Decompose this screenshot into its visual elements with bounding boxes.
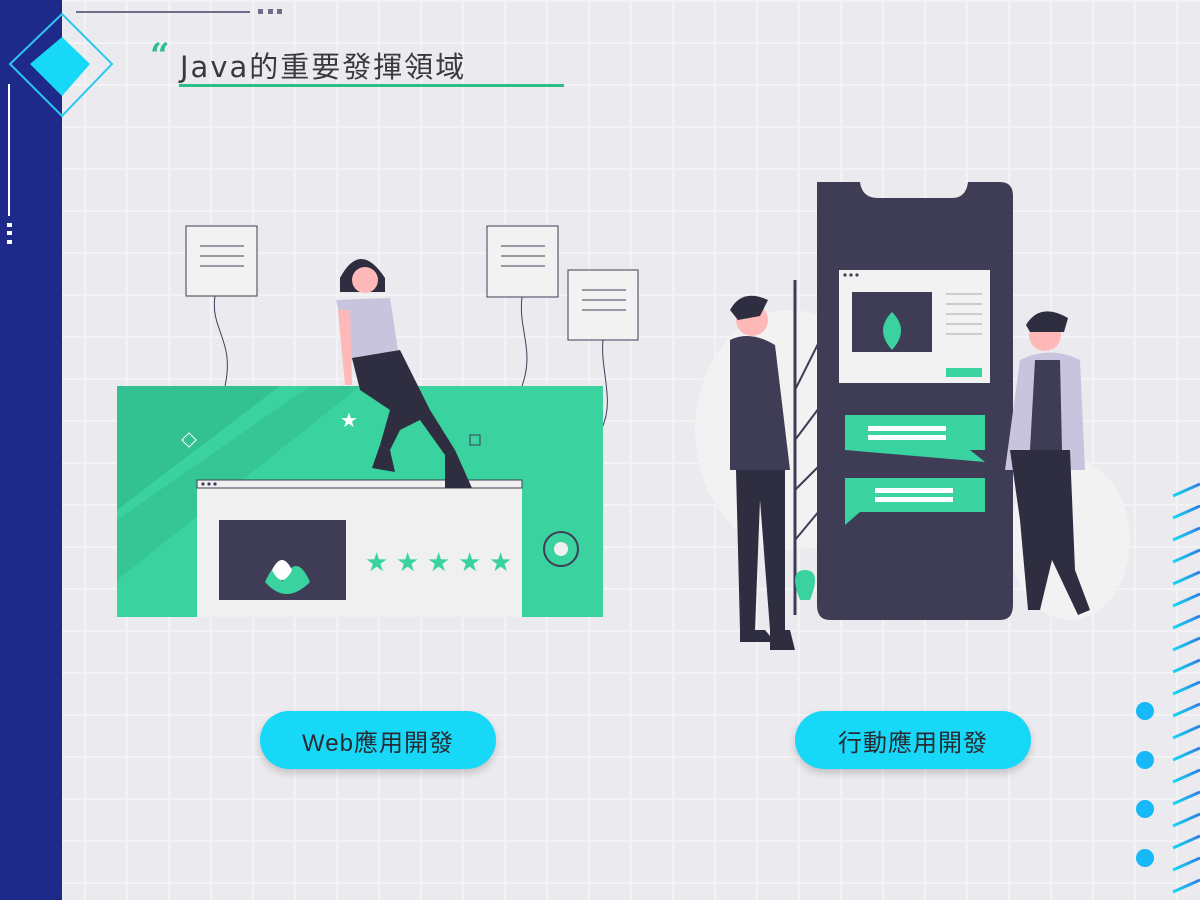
svg-text:★: ★ bbox=[458, 548, 481, 578]
svg-text:★: ★ bbox=[340, 408, 358, 432]
decorative-top-line bbox=[76, 9, 282, 14]
title-underline bbox=[179, 84, 564, 87]
mobile-app-illustration bbox=[695, 182, 1130, 650]
page-title: Java的重要發揮領域 bbox=[180, 50, 467, 84]
decorative-stripes bbox=[1136, 482, 1200, 894]
svg-text:★: ★ bbox=[365, 548, 388, 578]
svg-text:★: ★ bbox=[489, 548, 512, 578]
diamond-logo-icon bbox=[7, 12, 114, 244]
svg-text:★: ★ bbox=[427, 548, 450, 578]
web-development-button[interactable]: Web應用開發 bbox=[260, 711, 496, 769]
rating-stars: ★ ★ ★ ★ ★ bbox=[365, 548, 512, 578]
svg-text:★: ★ bbox=[396, 548, 419, 578]
mobile-development-button[interactable]: 行動應用開發 bbox=[795, 711, 1031, 769]
sidebar-bar bbox=[0, 0, 62, 900]
quote-mark-icon: “ bbox=[150, 36, 170, 76]
web-development-illustration: ★ ★ ★ ★ ★ ★ bbox=[117, 225, 639, 617]
